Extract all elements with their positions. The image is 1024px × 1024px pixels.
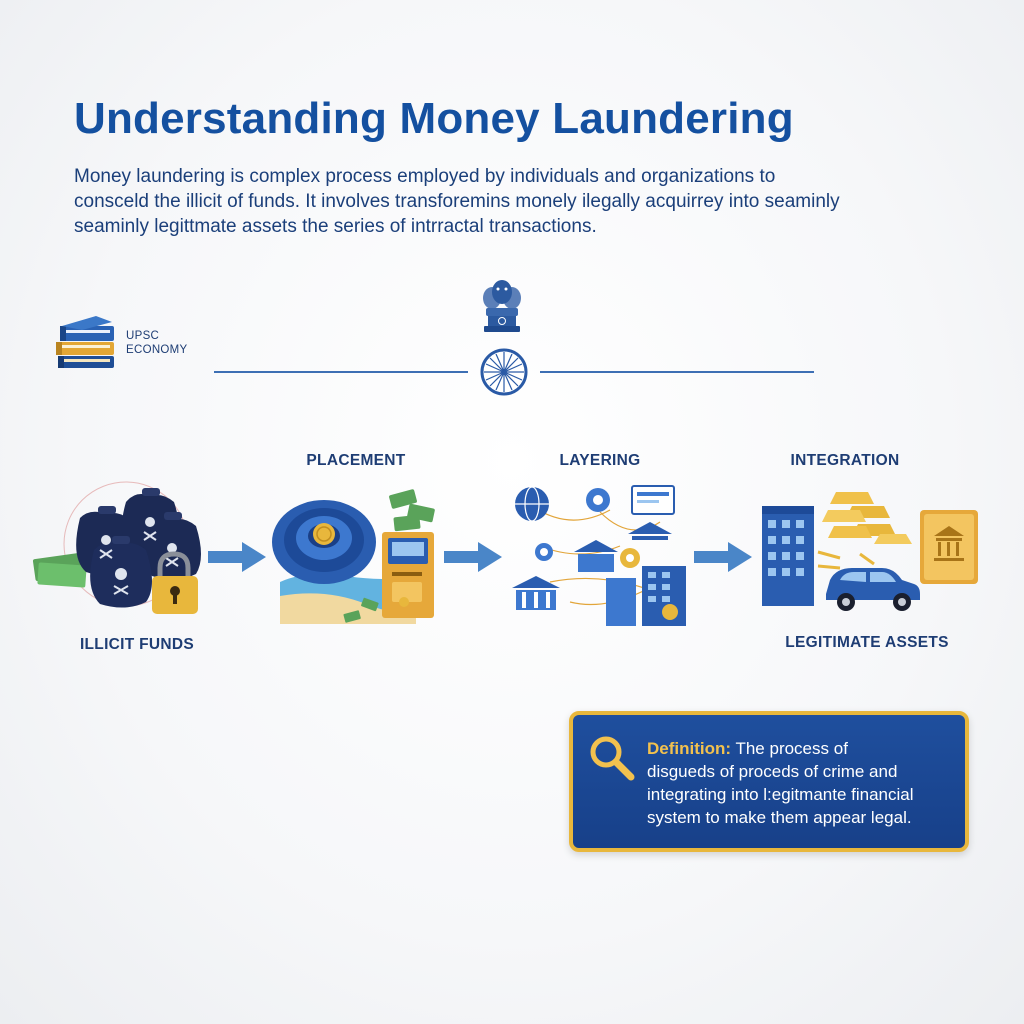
definition-line: disgueds of proceds of crime and (647, 762, 898, 781)
stage-label-placement: PLACEMENT (306, 452, 406, 469)
illicit-funds-illustration (32, 481, 201, 614)
upsc-badge: UPSC ECONOMY (126, 329, 188, 357)
gold-bars-icon (822, 492, 912, 544)
magnifier-icon (590, 736, 635, 781)
globe-icon (515, 486, 549, 522)
stage-label-legitimate-assets: LEGITIMATE ASSETS (785, 634, 949, 651)
intro-line: consceld the illicit of funds. It involv… (74, 191, 840, 212)
definition-line: integrating into l:egitmante financial (647, 785, 914, 804)
bank-document-icon (920, 510, 978, 584)
placement-illustration (272, 489, 435, 624)
flow-arrow (694, 542, 752, 572)
coin-vortex-icon (272, 500, 376, 584)
flow-arrow (208, 542, 266, 572)
definition-text: Definition: The process of disgueds of p… (647, 737, 957, 829)
intro-line: seaminly legittmate assets the series of… (74, 216, 597, 237)
flow-arrow (444, 542, 502, 572)
stage-label-integration: INTEGRATION (790, 452, 900, 469)
bank-icon (512, 522, 672, 610)
integration-illustration (762, 492, 978, 611)
stage-label-illicit-funds: ILLICIT FUNDS (79, 636, 195, 653)
badge-line: UPSC (126, 330, 160, 342)
intro-line: Money laundering is complex process empl… (74, 166, 776, 187)
definition-box: Definition: The process of disgueds of p… (569, 711, 969, 852)
definition-line: system to make them appear legal. (647, 808, 912, 827)
ashoka-chakra-icon (480, 348, 528, 396)
books-icon (56, 316, 114, 368)
atm-icon (382, 532, 434, 618)
layering-illustration (512, 485, 686, 626)
page-title: Understanding Money Laundering (74, 94, 794, 143)
building-icon (606, 566, 686, 626)
chakra-divider (214, 348, 814, 396)
padlock-icon (152, 551, 198, 614)
definition-line: The process of (735, 739, 848, 758)
badge-line: ECONOMY (126, 344, 188, 356)
national-emblem-icon (483, 280, 521, 332)
building-icon (762, 506, 814, 606)
car-icon (826, 568, 920, 611)
gear-icon (535, 488, 640, 568)
intro-paragraph: Money laundering is complex process empl… (74, 164, 974, 239)
stage-label-layering: LAYERING (559, 452, 641, 469)
definition-term: Definition: (647, 739, 732, 758)
